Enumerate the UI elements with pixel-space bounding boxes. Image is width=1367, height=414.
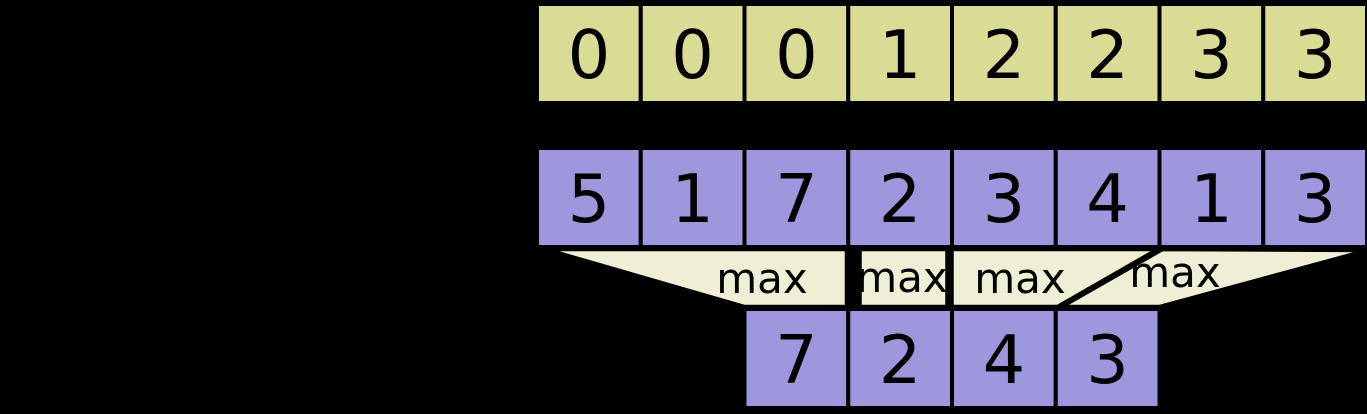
max-funnel-2: [858, 247, 949, 309]
segment-id-value: 1: [879, 16, 922, 94]
output-value: 7: [775, 321, 818, 399]
output-value-cell: [950, 307, 1058, 410]
segment-id-cell: [535, 2, 643, 105]
segment-id-value: 3: [1294, 16, 1337, 94]
input-value: 4: [1086, 160, 1129, 238]
output-values-row: 7 2 4 3: [742, 307, 1162, 410]
output-value-cell: [846, 307, 954, 410]
input-value: 7: [775, 160, 818, 238]
input-value-cell: [1053, 146, 1162, 249]
max-label: max: [856, 253, 948, 302]
segment-ids-row: 0 0 0 1 2 2 3 3: [535, 2, 1367, 105]
segment-id-cell: [1261, 2, 1367, 105]
segment-id-cell: [742, 2, 851, 105]
max-funnel-4: [1055, 247, 1367, 309]
segment-id-cell: [846, 2, 954, 105]
segment-id-value: 3: [1190, 16, 1233, 94]
output-value: 2: [879, 321, 922, 399]
segment-id-cell: [950, 2, 1058, 105]
input-values-row: 5 1 7 2 3 4 1 3: [535, 146, 1367, 249]
input-value: 3: [983, 160, 1026, 238]
segment-id-cell: [1053, 2, 1162, 105]
segment-id-value: 0: [775, 16, 818, 94]
max-label: max: [716, 254, 808, 303]
segment-id-value: 0: [568, 16, 611, 94]
output-value-cell: [742, 307, 851, 410]
max-funnel-1: [546, 247, 849, 309]
max-label: max: [1129, 248, 1221, 297]
output-value-cell: [1053, 307, 1162, 410]
input-value: 1: [671, 160, 714, 238]
input-value-cell: [1261, 146, 1367, 249]
segment-id-value: 2: [1086, 16, 1129, 94]
max-funnel-3: [950, 247, 1164, 309]
output-value: 4: [983, 321, 1026, 399]
segment-id-cell: [638, 2, 747, 105]
input-value: 5: [568, 160, 611, 238]
segment-id-value: 0: [671, 16, 714, 94]
input-value: 1: [1190, 160, 1233, 238]
input-value: 3: [1294, 160, 1337, 238]
input-value: 2: [879, 160, 922, 238]
segment-id-value: 2: [983, 16, 1026, 94]
output-value: 3: [1086, 321, 1129, 399]
max-funnels: max max max max: [546, 247, 1367, 309]
input-value-cell: [1157, 146, 1266, 249]
input-value-cell: [846, 146, 954, 249]
max-label: max: [974, 254, 1066, 303]
input-value-cell: [638, 146, 747, 249]
